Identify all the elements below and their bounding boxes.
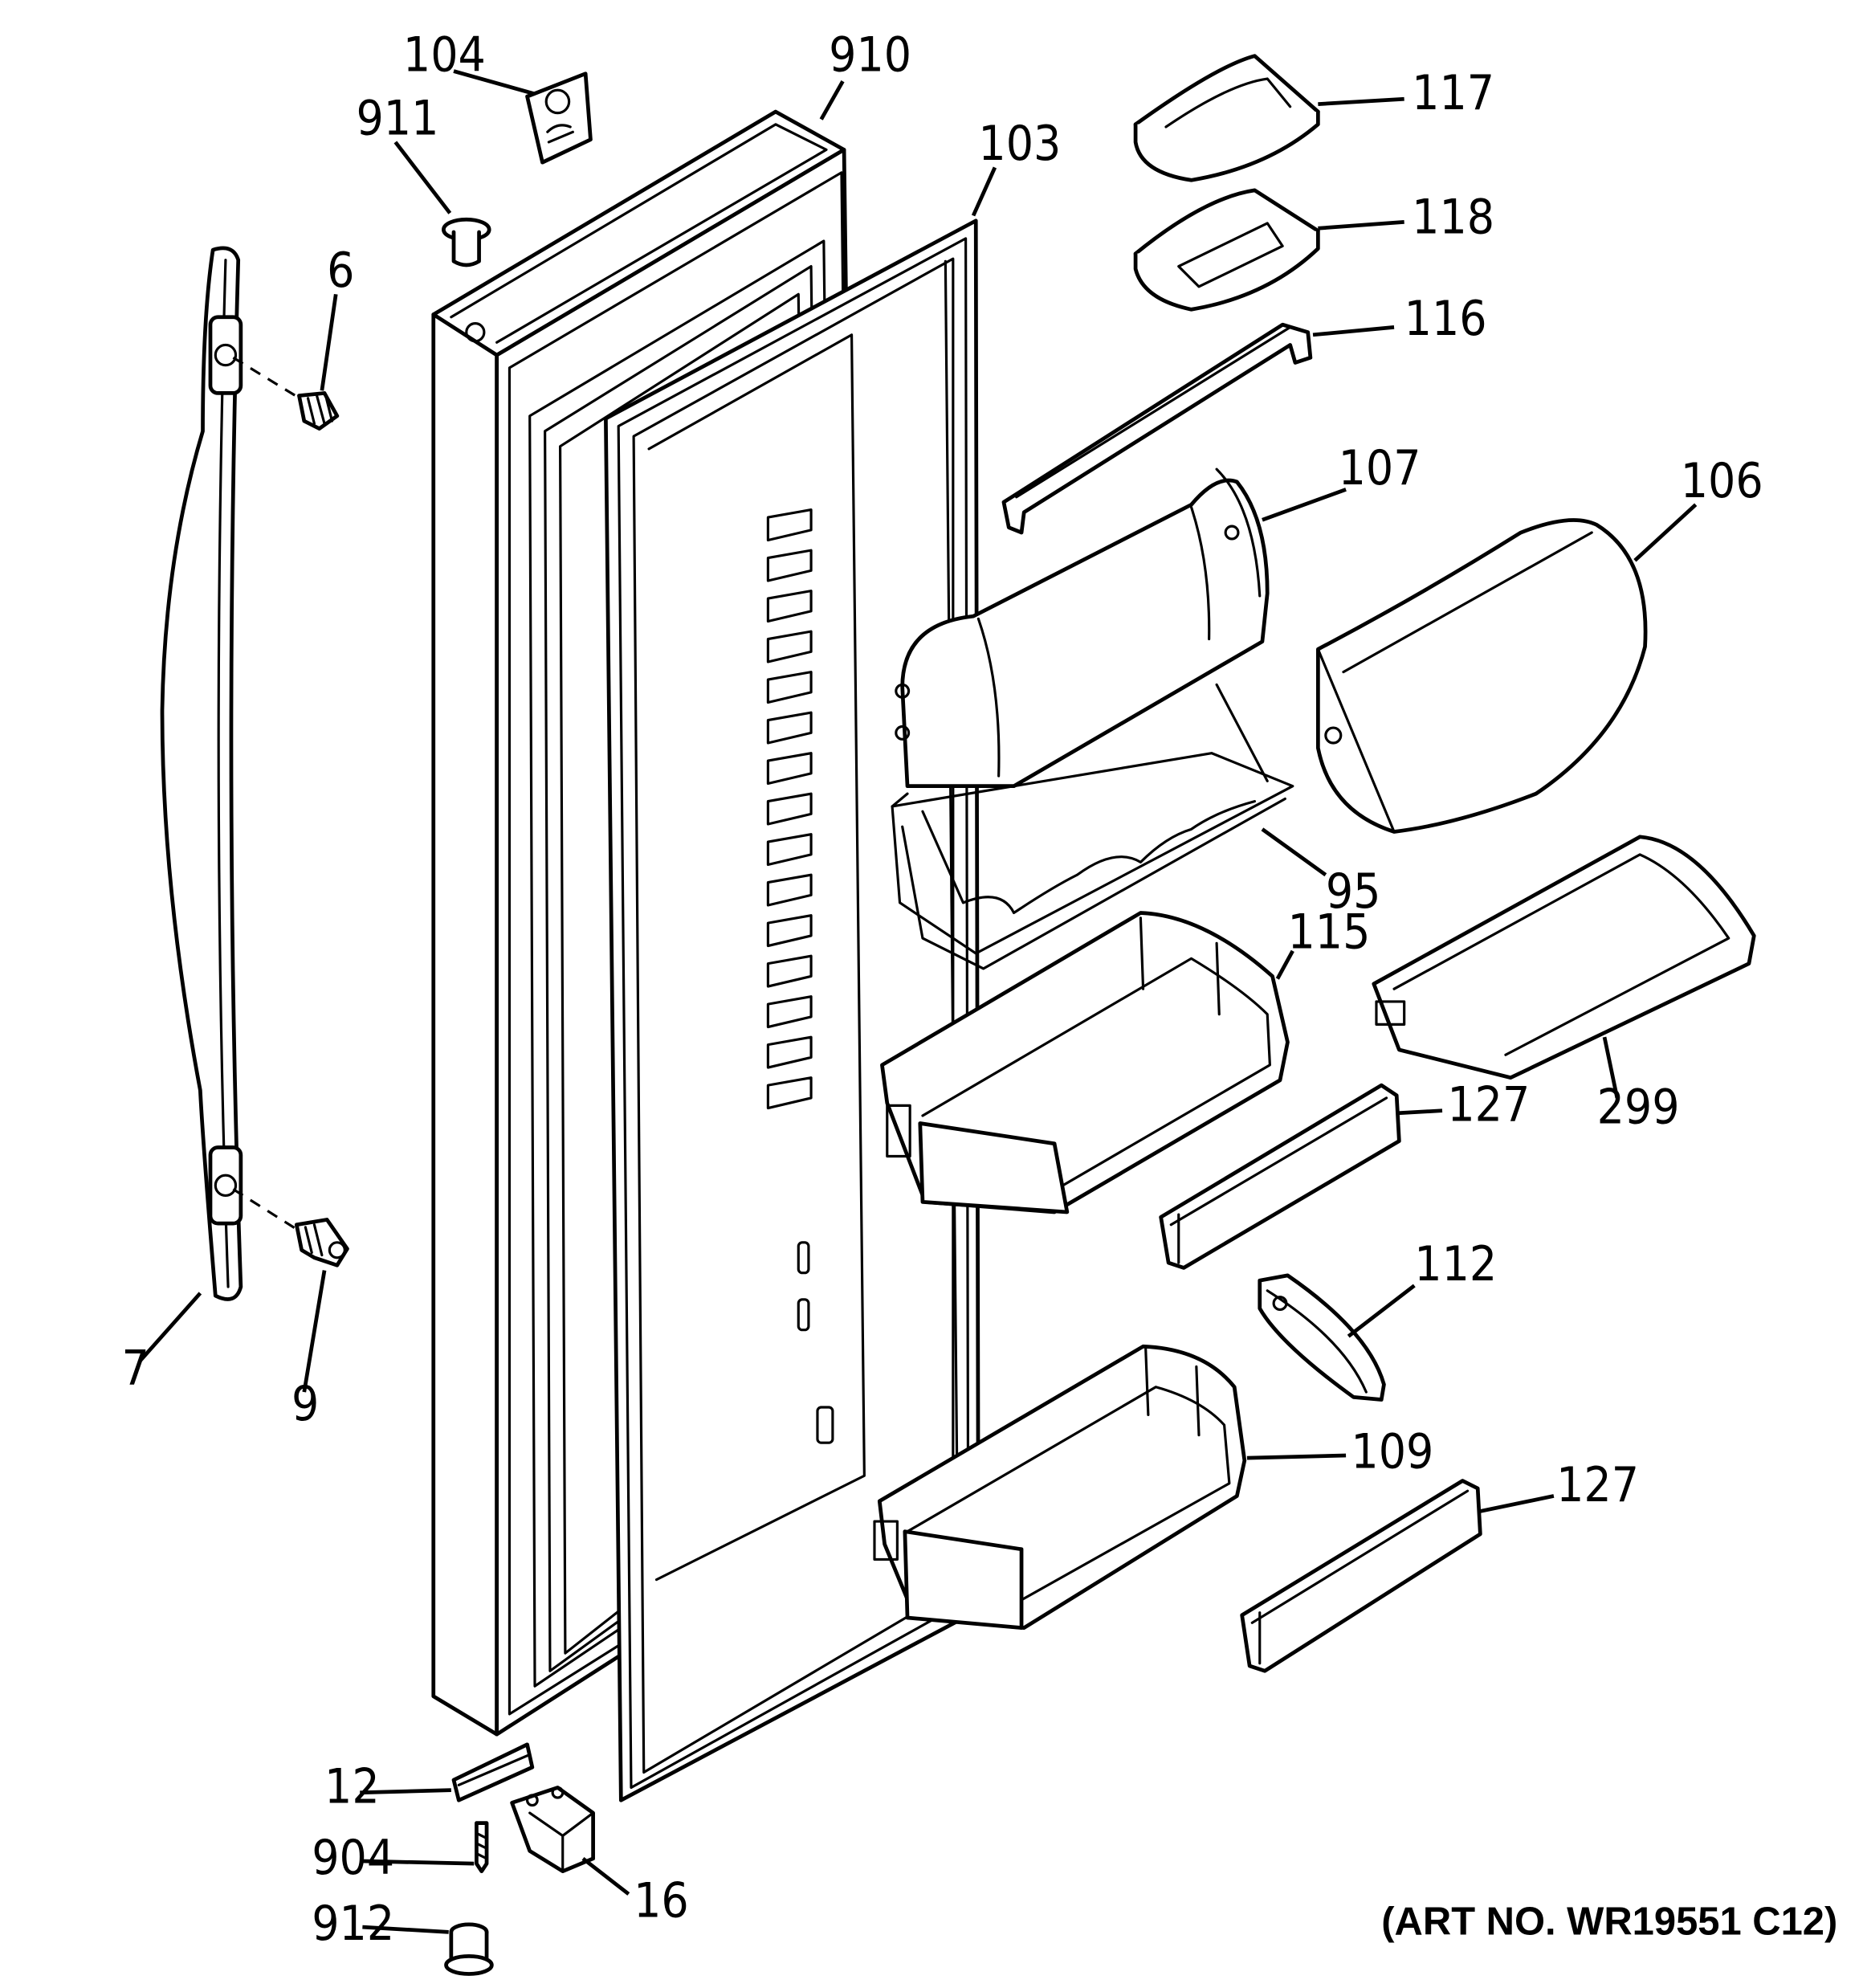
leader-lines xyxy=(137,69,1698,1934)
shelf-bin-107 xyxy=(895,467,1270,789)
dairy-door-117 xyxy=(1133,54,1320,182)
hinge-16 xyxy=(510,1786,595,1874)
art-number: (ART NO. WR19551 C12) xyxy=(1381,1900,1837,1944)
label-12: 12 xyxy=(324,1758,380,1815)
handle-screw-top xyxy=(232,356,340,431)
label-127-lower: 127 xyxy=(1556,1457,1639,1513)
bottle-snugger-112 xyxy=(1258,1273,1386,1402)
label-117: 117 xyxy=(1412,65,1494,121)
shelf-bin-106 xyxy=(1315,518,1648,834)
label-6: 6 xyxy=(327,243,354,299)
label-95: 95 xyxy=(1326,863,1381,920)
door-tray-299 xyxy=(1372,835,1756,1080)
brand-badge xyxy=(525,71,593,165)
trim-bar-116 xyxy=(1001,322,1313,535)
callout-labels: 104 910 911 103 6 117 118 116 107 106 95… xyxy=(122,27,1763,1952)
liner-shelf-ribs xyxy=(766,508,834,1444)
label-107: 107 xyxy=(1339,440,1421,496)
label-911: 911 xyxy=(356,90,438,146)
label-118: 118 xyxy=(1412,190,1494,246)
label-7: 7 xyxy=(122,1341,149,1397)
label-912: 912 xyxy=(312,1896,394,1952)
door-cap xyxy=(442,217,491,267)
label-910: 910 xyxy=(829,27,911,84)
screw-904 xyxy=(475,1821,489,1874)
label-16: 16 xyxy=(634,1872,689,1929)
label-115: 115 xyxy=(1287,904,1370,961)
hinge-bracket-12 xyxy=(451,1742,535,1802)
label-112: 112 xyxy=(1414,1236,1497,1292)
label-9: 9 xyxy=(291,1376,319,1432)
label-904: 904 xyxy=(312,1830,394,1886)
label-299: 299 xyxy=(1597,1079,1680,1135)
handle-screw-bottom xyxy=(232,1188,349,1268)
door-bin-115 xyxy=(880,911,1290,1214)
label-109: 109 xyxy=(1351,1424,1433,1480)
label-106: 106 xyxy=(1681,453,1763,509)
label-104: 104 xyxy=(403,27,486,84)
label-127-upper: 127 xyxy=(1447,1076,1530,1133)
bin-trim-127b xyxy=(1240,1479,1482,1673)
bin-trim-127a xyxy=(1159,1083,1401,1270)
door-bin-109 xyxy=(873,1344,1247,1630)
wine-rack-95 xyxy=(891,683,1294,970)
dairy-bin-118 xyxy=(1133,188,1320,312)
door-handle xyxy=(160,246,243,1301)
bushing-912 xyxy=(444,1922,494,1976)
label-103: 103 xyxy=(978,116,1061,172)
label-116: 116 xyxy=(1404,291,1487,347)
